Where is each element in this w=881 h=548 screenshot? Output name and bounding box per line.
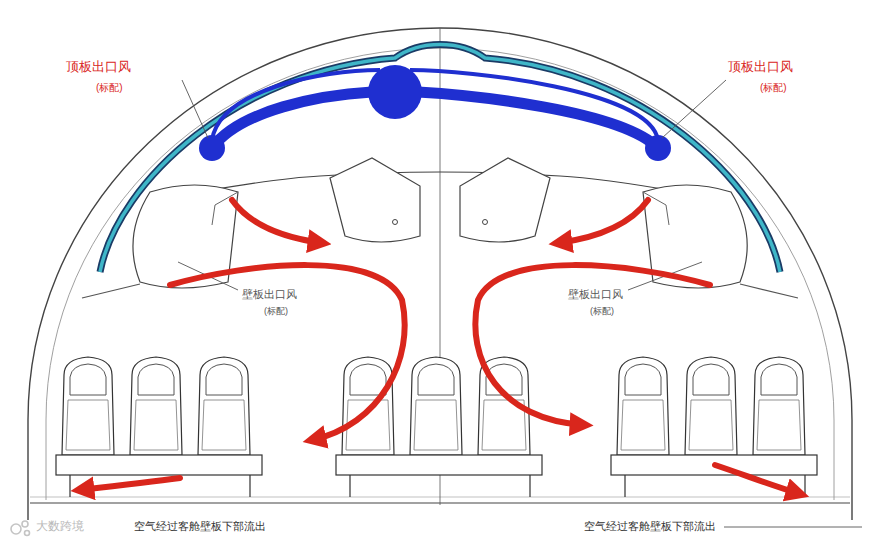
panel-label: 壁板出口风 — [242, 288, 297, 301]
panel-label: 壁板出口风 — [568, 288, 623, 301]
duct-label: 顶板出口风 — [66, 60, 131, 75]
watermark: 大数跨境 — [36, 520, 84, 534]
outflow-label: 空气经过客舱壁板下部流出 — [134, 520, 266, 533]
duct-label: 顶板出口风 — [728, 60, 793, 75]
standard-note: (标配) — [760, 82, 787, 94]
standard-note: (标配) — [96, 82, 123, 94]
outflow-label: 空气经过客舱壁板下部流出 — [584, 520, 716, 533]
standard-note: (标配) — [264, 306, 288, 316]
standard-note: (标配) — [590, 306, 614, 316]
